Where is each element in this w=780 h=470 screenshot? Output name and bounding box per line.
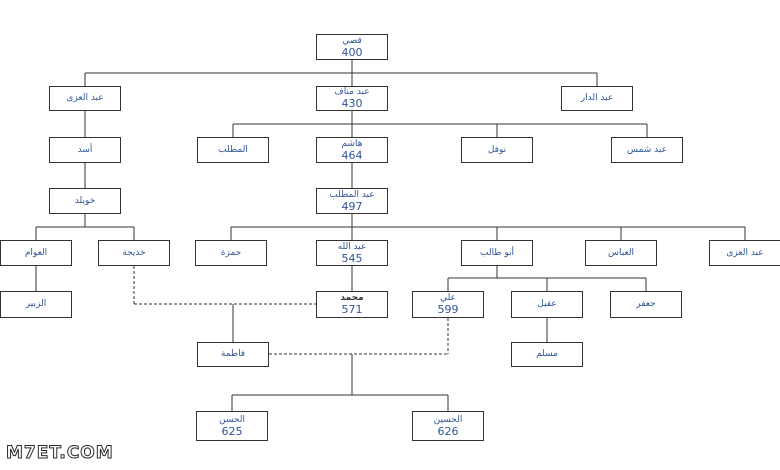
node-year: 571 bbox=[341, 303, 363, 316]
node-name: قصي bbox=[342, 35, 362, 46]
node-year: 430 bbox=[341, 97, 363, 110]
node-qusay: قصي 400 bbox=[316, 34, 388, 60]
node-name: أبو طالب bbox=[479, 247, 514, 258]
node-abd-aluzza-2: عبد العزى bbox=[709, 240, 780, 266]
node-muhammad: محمد 571 bbox=[316, 291, 388, 318]
node-name: الحسين bbox=[433, 414, 463, 425]
node-name: عبد المطلب bbox=[329, 189, 375, 200]
node-khadija: خديجة bbox=[98, 240, 170, 266]
node-jafar: جعفر bbox=[610, 291, 682, 318]
node-muslim: مسلم bbox=[511, 342, 583, 367]
node-ali: علي 599 bbox=[412, 291, 484, 318]
node-name: مسلم bbox=[536, 349, 558, 359]
node-name: حمزة bbox=[220, 247, 242, 258]
node-asad: أسد bbox=[49, 137, 121, 163]
node-name: فاطمة bbox=[220, 349, 246, 359]
node-year: 625 bbox=[221, 424, 243, 438]
node-name: العوام bbox=[24, 247, 48, 258]
node-name: هاشم bbox=[341, 138, 363, 149]
node-hashim: هاشم 464 bbox=[316, 137, 388, 163]
node-year: 464 bbox=[341, 148, 363, 162]
node-abd-shams: عبد شمس bbox=[611, 137, 683, 163]
node-alawwam: العوام bbox=[0, 240, 72, 266]
node-name: عبد العزى bbox=[66, 93, 104, 103]
node-year: 626 bbox=[437, 424, 459, 438]
node-name: المطلب bbox=[218, 144, 248, 155]
node-name: عبد الله bbox=[337, 241, 367, 252]
node-name: جعفر bbox=[636, 299, 656, 309]
node-year: 545 bbox=[341, 251, 363, 265]
node-almuttalib: المطلب bbox=[197, 137, 269, 163]
node-khuwaylid: خويلد bbox=[49, 188, 121, 214]
node-alabbas: العباس bbox=[585, 240, 657, 266]
node-fatima: فاطمة bbox=[197, 342, 269, 367]
node-abd-manaf: عبد مناف 430 bbox=[316, 86, 388, 111]
node-name: خديجة bbox=[122, 247, 146, 258]
node-name: عبد الدار bbox=[580, 93, 614, 103]
node-name: أسد bbox=[77, 144, 93, 155]
node-name: الزبير bbox=[25, 299, 47, 309]
node-hamza: حمزة bbox=[195, 240, 267, 266]
node-abu-talib: أبو طالب bbox=[461, 240, 533, 266]
node-aqil: عقيل bbox=[511, 291, 583, 318]
node-alzubayr: الزبير bbox=[0, 291, 72, 318]
node-abd-almuttalib: عبد المطلب 497 bbox=[316, 188, 388, 214]
watermark-logo: M7ET.COM bbox=[6, 443, 114, 464]
node-name: عبد شمس bbox=[627, 144, 667, 155]
node-name: عبد العزى bbox=[726, 247, 764, 258]
node-abd-aluzza: عبد العزى bbox=[49, 86, 121, 111]
node-year: 599 bbox=[437, 303, 459, 316]
node-name: علي bbox=[440, 293, 456, 303]
node-alhasan: الحسن 625 bbox=[196, 411, 268, 441]
node-abd-aldar: عبد الدار bbox=[561, 86, 633, 111]
node-nawfal: نوفل bbox=[461, 137, 533, 163]
node-alhusayn: الحسين 626 bbox=[412, 411, 484, 441]
node-name: محمد bbox=[340, 293, 364, 303]
node-name: العباس bbox=[607, 247, 635, 258]
node-year: 497 bbox=[341, 199, 363, 213]
node-name: الحسن bbox=[219, 414, 245, 425]
node-year: 400 bbox=[341, 45, 363, 59]
node-name: نوفل bbox=[487, 144, 507, 155]
node-name: عقيل bbox=[537, 299, 557, 309]
node-abdullah: عبد الله 545 bbox=[316, 240, 388, 266]
node-name: خويلد bbox=[74, 195, 96, 206]
node-name: عبد مناف bbox=[334, 87, 370, 97]
